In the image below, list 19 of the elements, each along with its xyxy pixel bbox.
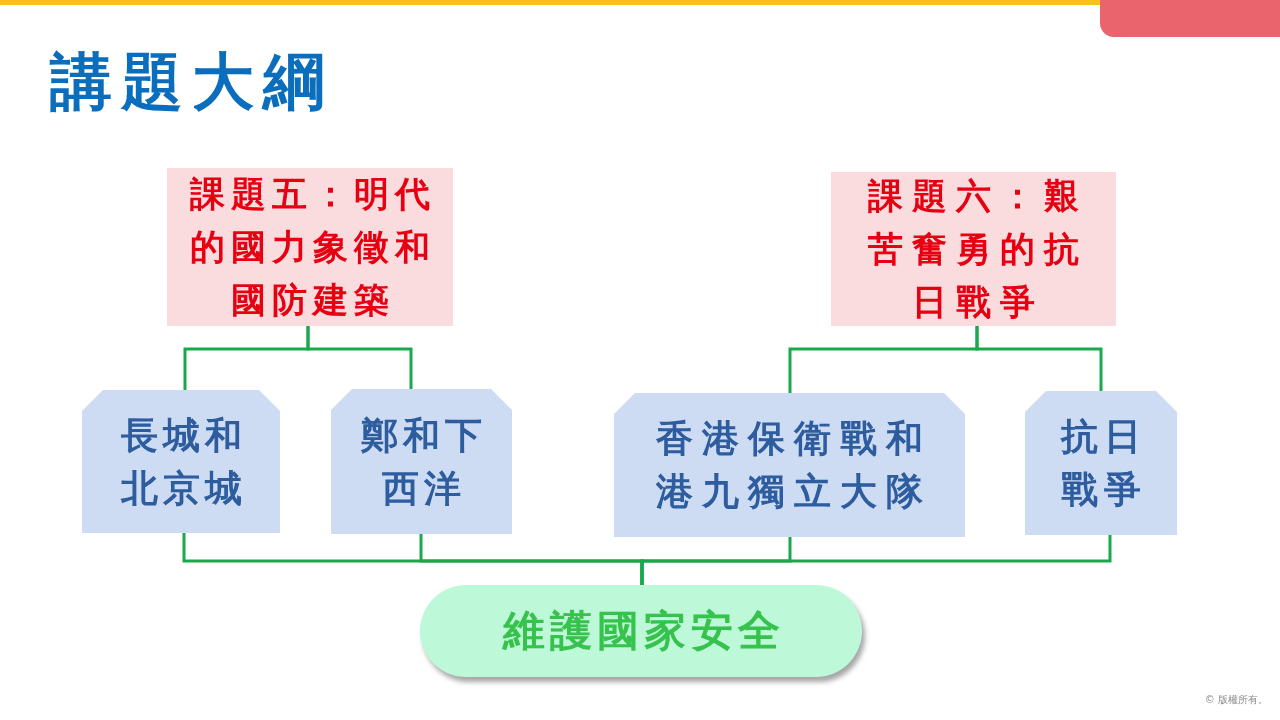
subtopic-box	[1025, 391, 1177, 535]
subtopic-label: 鄭和下西洋	[360, 412, 488, 512]
subtopic-box	[82, 390, 280, 533]
subtopic-label: 抗日戰爭	[1059, 414, 1148, 513]
connector-line	[975, 326, 1103, 391]
slide-title: 講題大綱	[50, 44, 334, 120]
topic-box	[831, 172, 1116, 326]
subtopic-box	[614, 393, 965, 537]
subtopic-label: 長城和北京城	[119, 412, 248, 512]
goal-pill	[420, 585, 862, 677]
topic-title: 課題五：明代的國力象徵和國防建築	[189, 172, 437, 322]
subtopic-label: 香港保衛戰和港九獨立大隊	[655, 416, 933, 515]
copyright-note: © 版權所有。	[1204, 693, 1268, 707]
topic-title: 課題六：艱苦奮勇的抗日戰爭	[867, 174, 1089, 324]
subtopic-box	[331, 389, 512, 534]
connector-line	[640, 535, 1112, 585]
topic-box	[167, 168, 453, 326]
connector-line	[306, 326, 413, 389]
goal-label: 維護國家安全	[501, 605, 786, 657]
